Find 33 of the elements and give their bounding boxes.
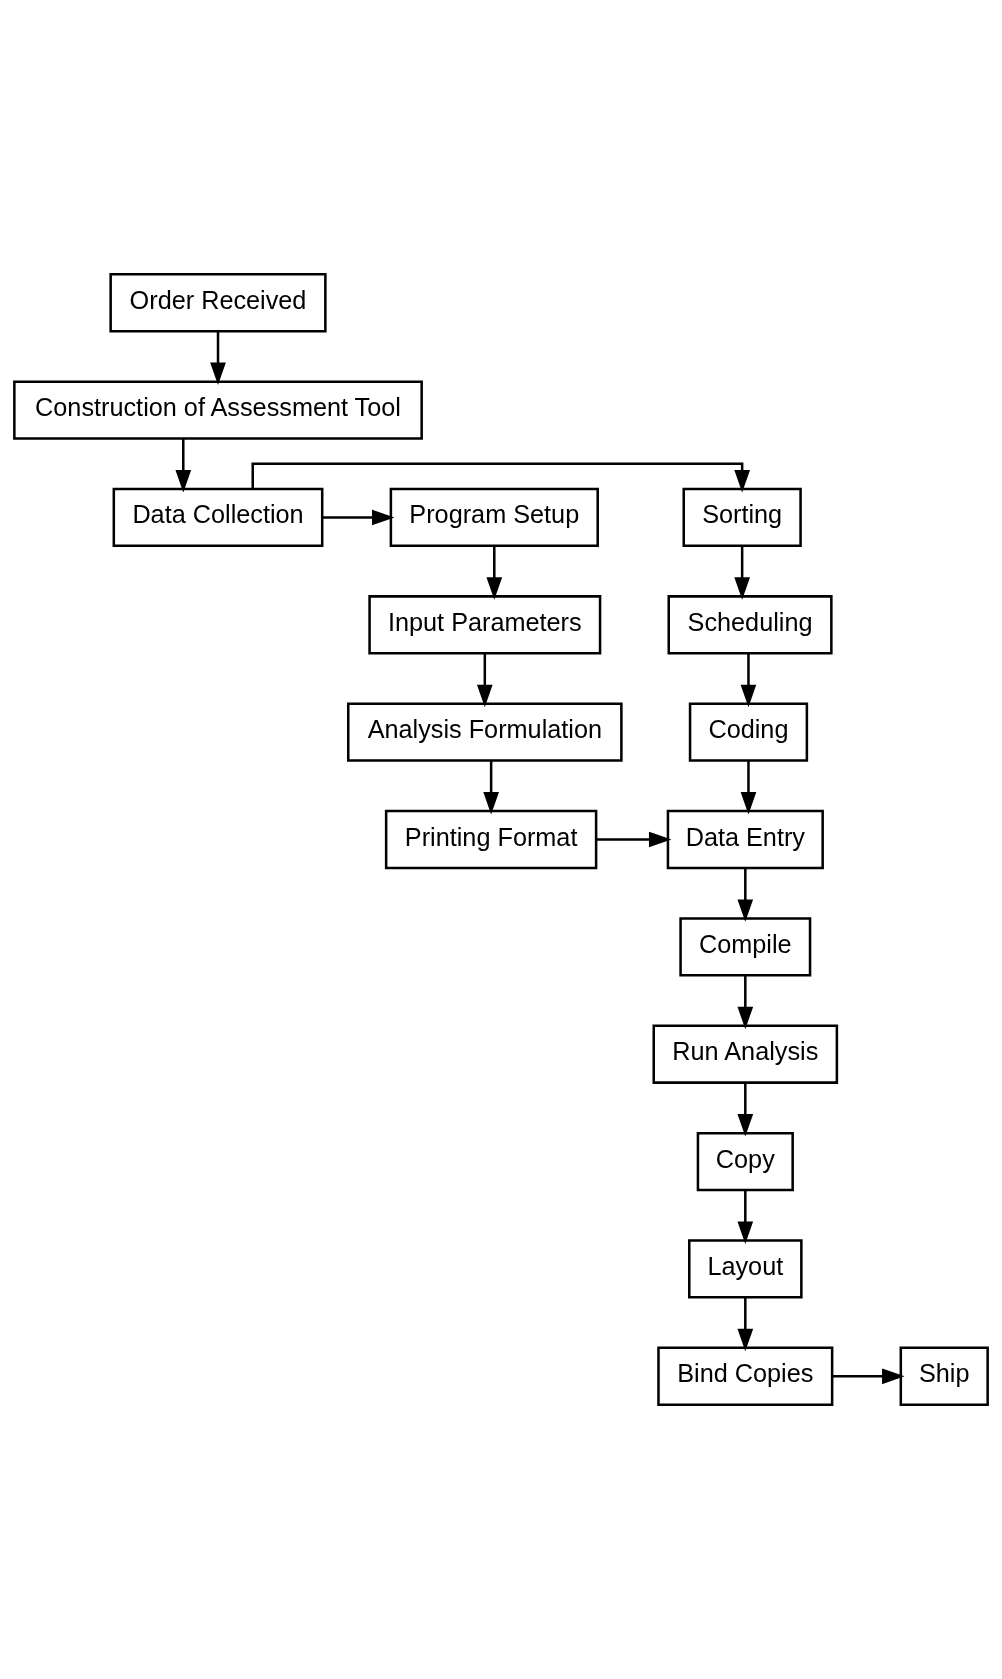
arrow <box>476 653 493 708</box>
arrow <box>740 760 757 815</box>
node-box: Analysis Formulation <box>347 702 623 762</box>
node-box: Sorting <box>682 487 802 548</box>
arrow <box>210 331 226 386</box>
node-box: Printing Format <box>384 809 598 870</box>
arrow <box>737 975 754 1030</box>
node-box: Bind Copies <box>657 1346 834 1406</box>
node-box: Copy <box>696 1131 794 1192</box>
arrow <box>734 546 750 600</box>
arrow <box>832 1368 905 1385</box>
arrow <box>483 760 499 815</box>
node-box: Data Entry <box>666 809 824 870</box>
node-box: Data Collection <box>112 487 324 548</box>
arrow <box>737 1297 754 1352</box>
arrow <box>175 438 192 493</box>
node-box: Construction of Assessment Tool <box>13 380 423 440</box>
node-box: Compile <box>679 917 812 977</box>
node-box: Layout <box>688 1239 803 1299</box>
node-box: Coding <box>688 702 809 762</box>
arrow <box>596 831 672 848</box>
arrow <box>737 1190 754 1244</box>
node-box: Order Received <box>109 273 327 333</box>
node-box: Ship <box>899 1346 989 1406</box>
node-box: Scheduling <box>667 595 833 655</box>
arrow <box>737 1082 754 1137</box>
node-box: Run Analysis <box>652 1024 839 1084</box>
arrow <box>737 868 754 922</box>
node-box: Input Parameters <box>368 595 602 655</box>
arrow <box>740 653 757 708</box>
arrow <box>486 546 503 600</box>
node-box: Program Setup <box>389 487 599 548</box>
arrow <box>322 509 395 526</box>
